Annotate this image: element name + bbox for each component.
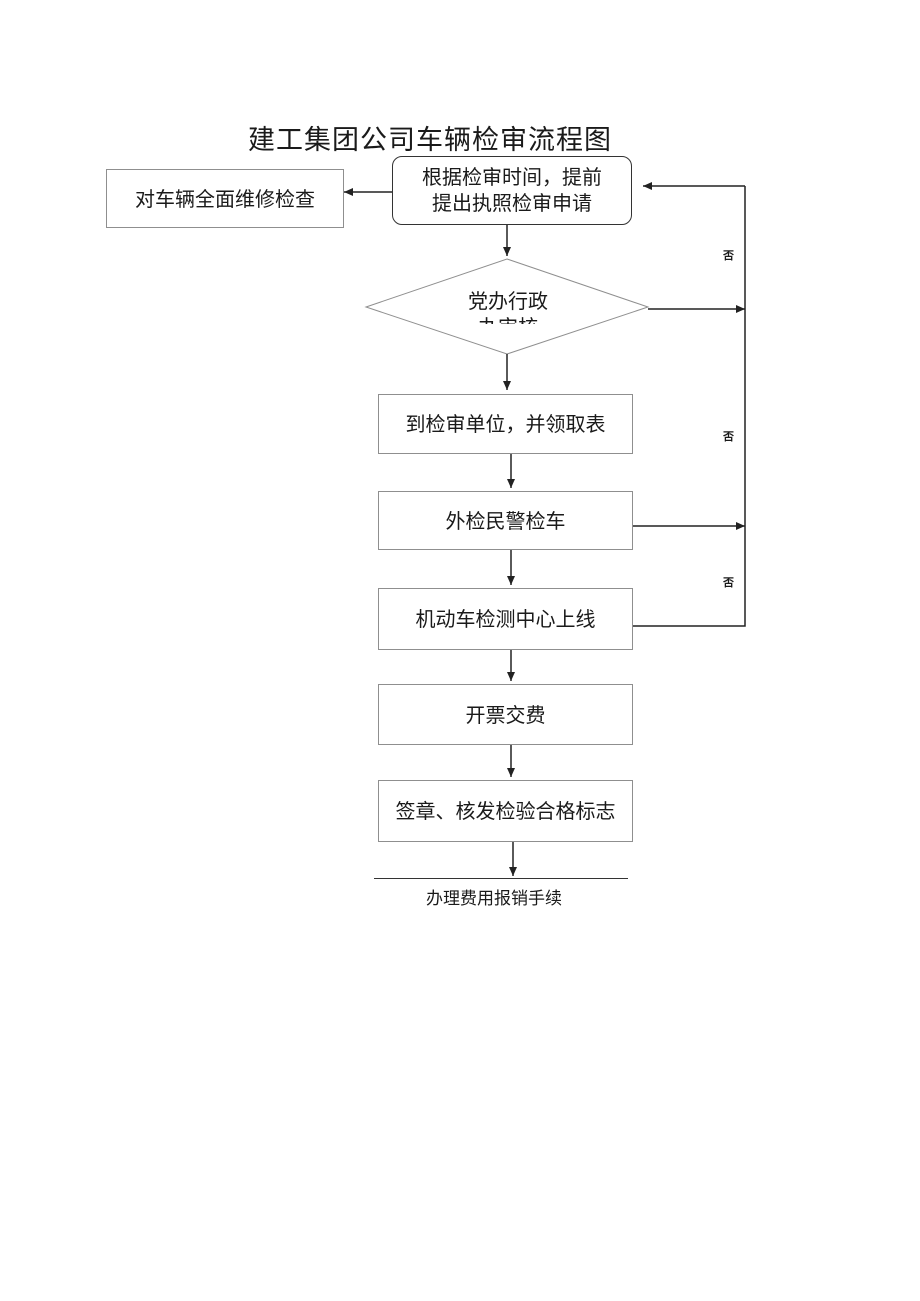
line-center-no — [633, 186, 746, 627]
node-sign: 签章、核发检验合格标志 — [378, 780, 633, 842]
node-unit: 到检审单位，并领取表 — [378, 394, 633, 454]
node-reimburse: 办理费用报销手续 — [426, 889, 562, 909]
node-apply: 根据检审时间，提前 提出执照检审申请 — [392, 156, 632, 225]
node-review-label: 党办行政 办审核 — [468, 289, 548, 324]
edge-label-no: 否 — [723, 249, 734, 262]
node-pay: 开票交费 — [378, 684, 633, 745]
node-police: 外检民警检车 — [378, 491, 633, 550]
edge-label-no: 否 — [723, 430, 734, 443]
node-repair: 对车辆全面维修检查 — [106, 169, 344, 228]
end-line — [374, 878, 628, 879]
page-title: 建工集团公司车辆检审流程图 — [248, 125, 612, 156]
node-center: 机动车检测中心上线 — [378, 588, 633, 650]
edge-label-no: 否 — [723, 576, 734, 589]
